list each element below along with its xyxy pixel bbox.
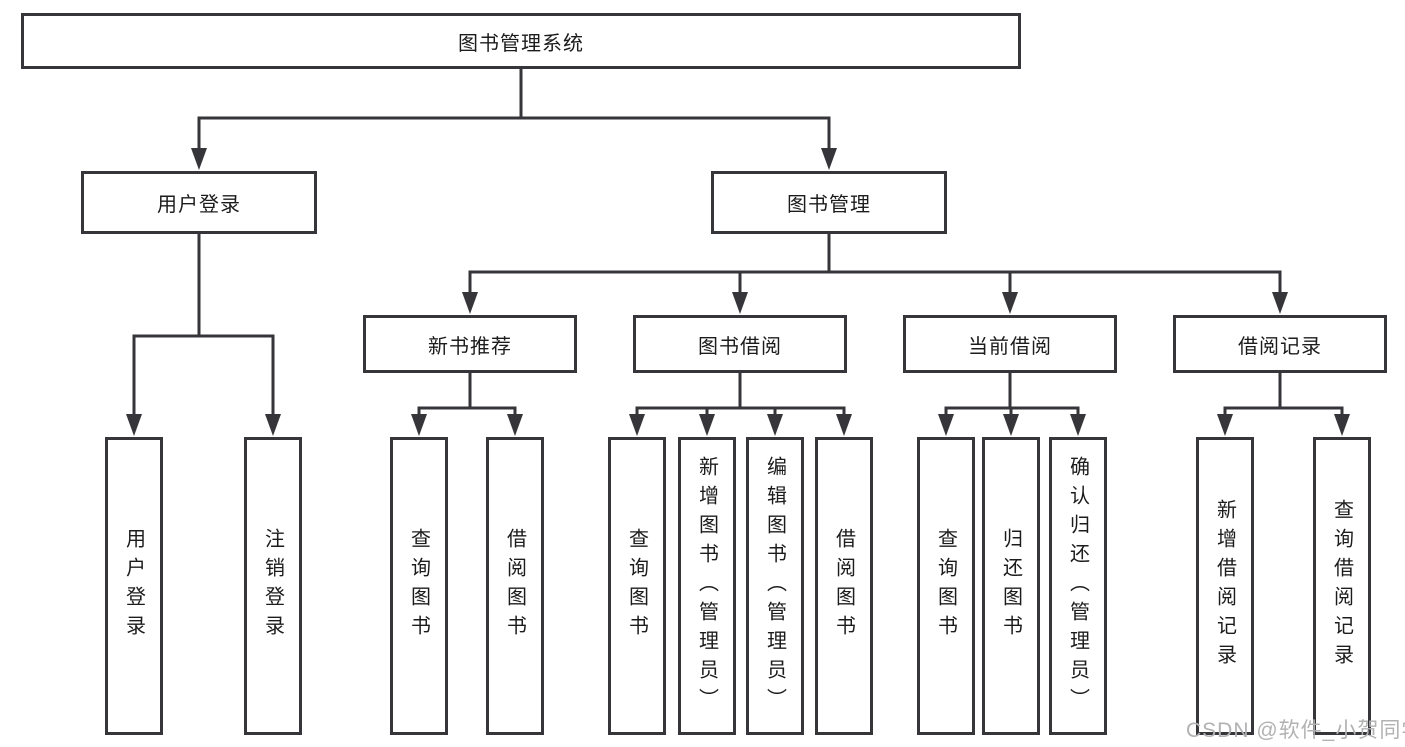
node-borrow-records: 借阅记录 bbox=[1173, 315, 1387, 373]
leaf-label: 编辑图书（管理员） bbox=[763, 455, 786, 717]
leaf-query-books-2: 查询图书 bbox=[608, 437, 666, 735]
node-root: 图书管理系统 bbox=[21, 13, 1021, 69]
leaf-edit-books-admin: 编辑图书（管理员） bbox=[746, 437, 804, 735]
leaf-query-books-3: 查询图书 bbox=[917, 437, 975, 735]
node-label: 图书借阅 bbox=[698, 335, 782, 358]
node-label: 新书推荐 bbox=[428, 335, 512, 358]
leaf-add-books-admin: 新增图书（管理员） bbox=[678, 437, 736, 735]
node-label: 当前借阅 bbox=[968, 335, 1052, 358]
leaf-label: 确认归还（管理员） bbox=[1066, 455, 1089, 717]
leaf-query-borrow-record: 查询借阅记录 bbox=[1313, 437, 1371, 735]
leaf-label: 查询图书 bbox=[407, 528, 430, 644]
node-label: 用户登录 bbox=[157, 194, 241, 216]
leaf-label: 查询图书 bbox=[625, 528, 648, 644]
leaf-borrow-books-2: 借阅图书 bbox=[815, 437, 873, 735]
leaf-return-books: 归还图书 bbox=[982, 437, 1040, 735]
leaf-query-books-1: 查询图书 bbox=[390, 437, 448, 735]
leaf-label: 注销登录 bbox=[261, 528, 284, 644]
node-user-login-branch: 用户登录 bbox=[81, 171, 317, 234]
node-book-management-branch: 图书管理 bbox=[711, 171, 947, 234]
leaf-confirm-return-admin: 确认归还（管理员） bbox=[1049, 437, 1107, 735]
node-current-borrow: 当前借阅 bbox=[903, 315, 1117, 373]
leaf-label: 查询借阅记录 bbox=[1330, 499, 1353, 673]
leaf-label: 用户登录 bbox=[122, 528, 145, 644]
node-label: 图书管理 bbox=[787, 194, 871, 216]
leaf-label: 查询图书 bbox=[934, 528, 957, 644]
watermark: CSDN @软件_小贺同学 bbox=[1186, 719, 1405, 742]
leaf-user-login: 用户登录 bbox=[105, 437, 163, 735]
leaf-label: 新增图书（管理员） bbox=[695, 455, 718, 717]
leaf-borrow-books-1: 借阅图书 bbox=[486, 437, 544, 735]
node-new-book-recommend: 新书推荐 bbox=[363, 315, 577, 373]
leaf-logout: 注销登录 bbox=[244, 437, 302, 735]
leaf-label: 借阅图书 bbox=[503, 528, 526, 644]
node-book-borrow: 图书借阅 bbox=[633, 315, 847, 373]
leaf-label: 新增借阅记录 bbox=[1213, 499, 1236, 673]
node-label: 借阅记录 bbox=[1238, 335, 1322, 358]
node-root-label: 图书管理系统 bbox=[458, 32, 584, 55]
leaf-label: 归还图书 bbox=[999, 528, 1022, 644]
leaf-add-borrow-record: 新增借阅记录 bbox=[1196, 437, 1254, 735]
leaf-label: 借阅图书 bbox=[832, 528, 855, 644]
